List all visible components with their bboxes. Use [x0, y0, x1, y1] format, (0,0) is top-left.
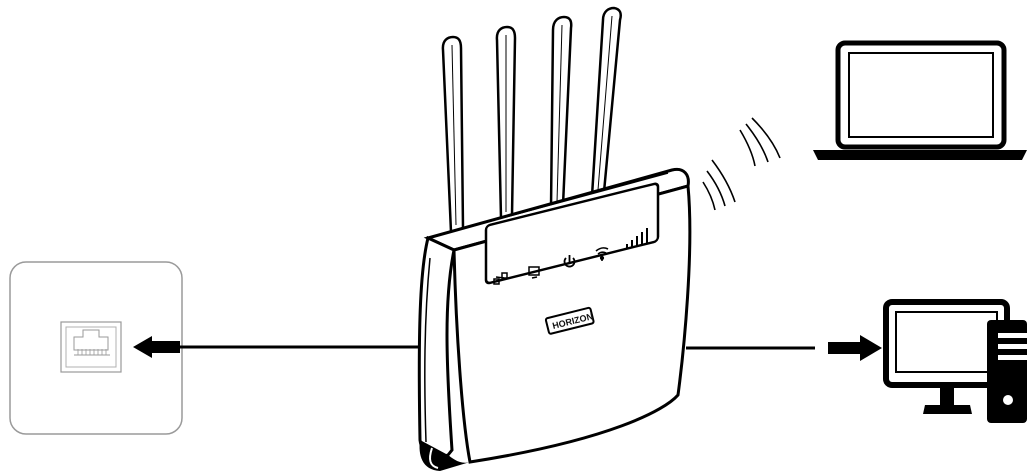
- signal-icon: [626, 228, 648, 248]
- brand-logo: HORIZON: [544, 306, 595, 335]
- power-icon: [563, 255, 576, 268]
- wall-socket: [9, 261, 183, 435]
- laptop-icon: [813, 40, 1027, 160]
- router: HORIZON: [417, 167, 692, 471]
- arrow-left-icon: [133, 336, 152, 358]
- computer-icon: [528, 266, 540, 279]
- lan-icon: [493, 272, 508, 285]
- arrow-right-icon: [860, 335, 882, 361]
- cable-to-socket: [133, 336, 420, 358]
- desktop-computer-icon: [883, 299, 1027, 423]
- router-antennas: [441, 6, 622, 234]
- cable-to-desktop: [686, 335, 882, 361]
- wifi-icon: [595, 247, 609, 261]
- wireless-signal-icon: [702, 117, 781, 211]
- ethernet-port-icon: [60, 321, 122, 373]
